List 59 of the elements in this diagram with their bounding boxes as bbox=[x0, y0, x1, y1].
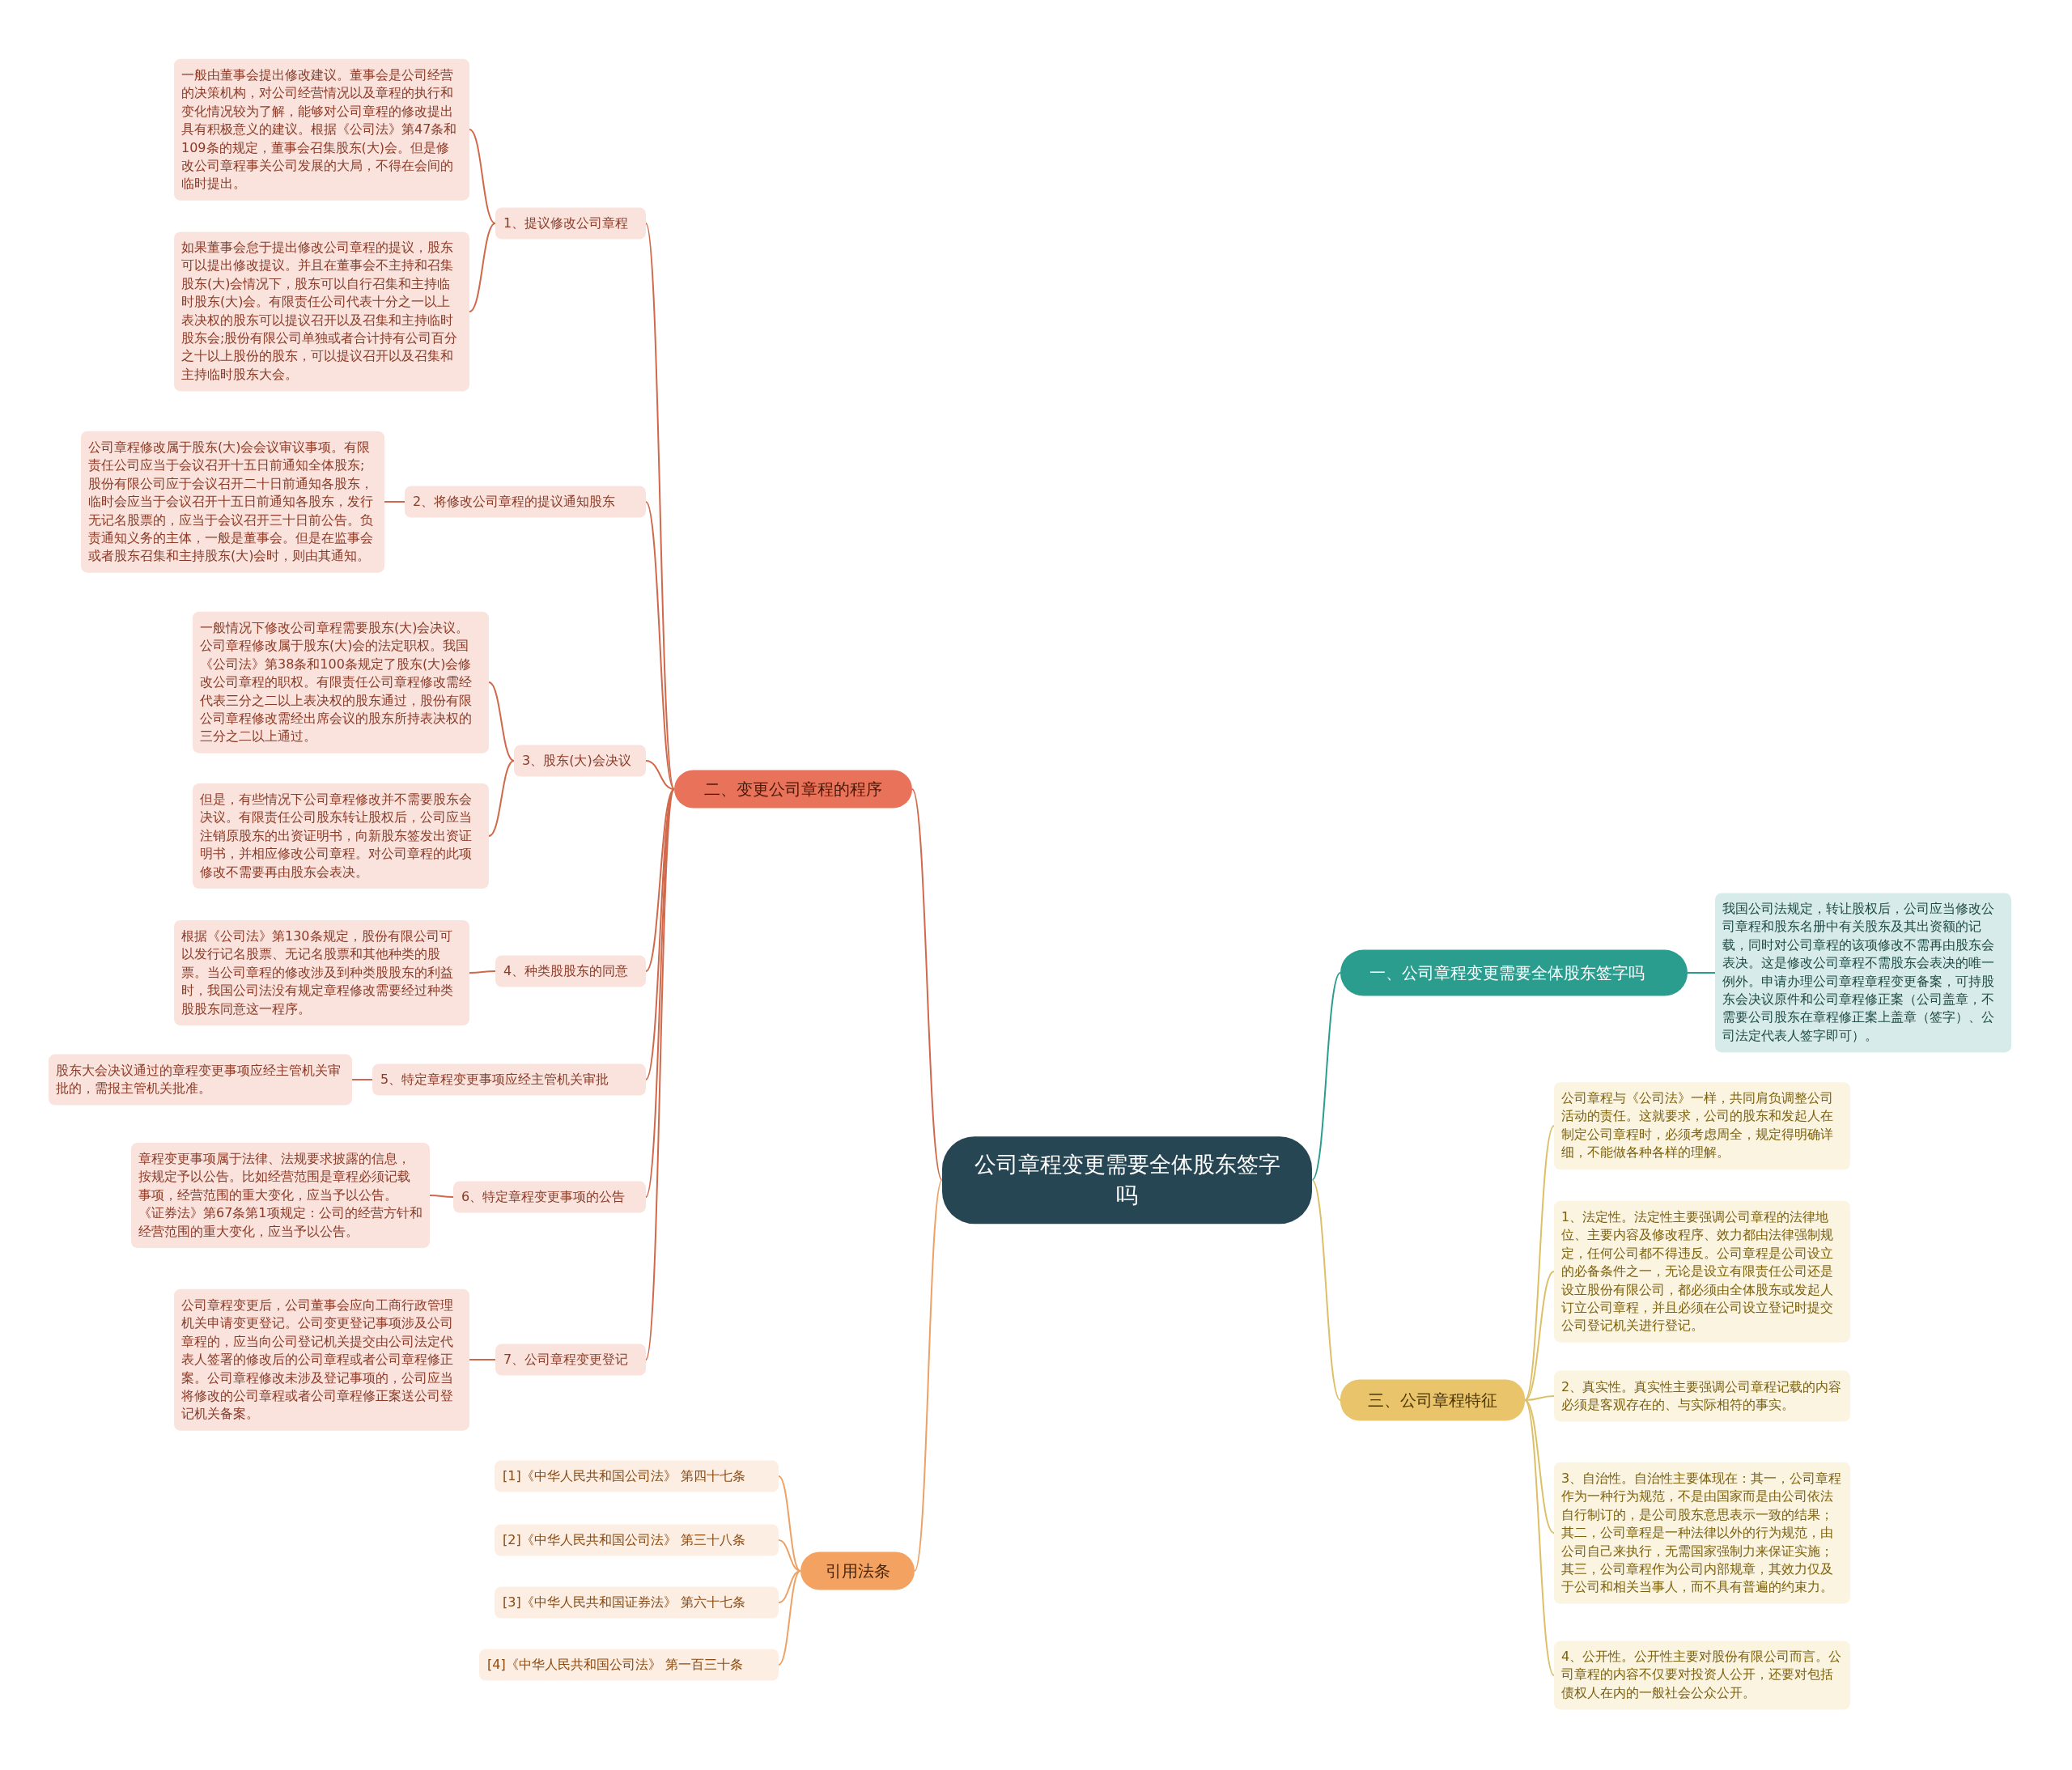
connector-line bbox=[469, 129, 496, 224]
connector-line bbox=[645, 223, 675, 790]
branch-topic: 引用法条 bbox=[800, 1551, 915, 1590]
connector-line bbox=[645, 501, 675, 790]
note-box: 公司章程修改属于股东(大)会会议审议事项。有限责任公司应当于会议召开十五日前通知全体股东;股份有限公司应于会议召开二十日前通知各股东，临时会应当于会议召开十五日前通知各股东，发行无记名股票的，应当于会议召开三十日前公告。负责通知义务的主体，一般是董事会。但是在监事会或者股东召集和主持股东(大)会时，则由其通知。 bbox=[81, 431, 384, 573]
citation-box: [1]《中华人民共和国公司法》 第四十七条 bbox=[495, 1460, 779, 1492]
branch-topic: 三、公司章程特征 bbox=[1340, 1379, 1525, 1421]
note-box: 但是，有些情况下公司章程修改并不需要股东会决议。有限责任公司股东转让股权后，公司应当注销原股东的出资证明书，向新股东签发出资证明书，并相应修改公司章程。对公司章程的此项修改不需要再由股东会表决。 bbox=[193, 783, 489, 889]
subtopic-box: 7、公司章程变更登记 bbox=[495, 1343, 646, 1376]
connector-line bbox=[429, 1195, 454, 1198]
connector-line bbox=[351, 1079, 373, 1080]
connector-line bbox=[469, 223, 496, 312]
connector-line bbox=[1311, 972, 1341, 1181]
note-box: 章程变更事项属于法律、法规要求披露的信息，按规定予以公告。比如经营范围是章程必须记载事项，经营范围的重大变化，应当予以公告。《证券法》第67条第1项规定：公司的经营方针和经营范围的重大变化，应当予以公告。 bbox=[131, 1143, 430, 1248]
citation-box: [2]《中华人民共和国公司法》 第三十八条 bbox=[495, 1524, 779, 1556]
branch-topic: 二、变更公司章程的程序 bbox=[674, 770, 912, 809]
note-box: 2、真实性。真实性主要强调公司章程记载的内容必须是客观存在的、与实际相符的事实。 bbox=[1554, 1370, 1850, 1422]
connector-line bbox=[914, 1179, 943, 1572]
connector-line bbox=[1524, 1271, 1555, 1401]
note-box: 3、自治性。自治性主要体现在：其一，公司章程作为一种行为规范，不是由国家而是由公司依法自行制订的，是公司股东意思表示一致的结果；其二，公司章程是一种法律以外的行为规范，由公司自己来执行，无需国家强制力来保证实施；其三，公司章程作为公司内部规章，其效力仅及于公司和相关当事人，而不具有普遍的约束力。 bbox=[1554, 1462, 1850, 1604]
central-topic: 公司章程变更需要全体股东签字吗 bbox=[942, 1136, 1312, 1224]
note-box: 公司章程变更后，公司董事会应向工商行政管理机关申请变更登记。公司变更登记事项涉及公司章程的，应当向公司登记机关提交由公司法定代表人签署的修改后的公司章程或者公司章程修正案。公司章程修改未涉及登记事项的，公司应当将修改的公司章程或者公司章程修正案送公司登记机关备案。 bbox=[174, 1288, 469, 1431]
note-box: 公司章程与《公司法》一样，共同肩负调整公司活动的责任。这就要求，公司的股东和发起人在制定公司章程时，必须考虑周全，规定得明确详细，不能做各种各样的理解。 bbox=[1554, 1082, 1850, 1169]
note-box: 我国公司法规定，转让股权后，公司应当修改公司章程和股东名册中有关股东及其出资额的记载，同时对公司章程的该项修改不需再由股东会表决。这是修改公司章程不需股东会表决的唯一例外。申请办理公司章程章程变更备案，可持股东会决议原件和公司章程修正案（公司盖章，不需要公司股东在章程修正案上盖章（签字）、公司法定代表人签字即可）。 bbox=[1715, 893, 2011, 1053]
note-box: 1、法定性。法定性主要强调公司章程的法律地位、主要内容及修改程序、效力都由法律强制规定，任何公司都不得违反。公司章程是公司设立的必备条件之一，无论是设立有限责任公司还是设立股份有限公司，都必须由全体股东或发起人订立公司章程，并且必须在公司设立登记时提交公司登记机关进行登记。 bbox=[1554, 1200, 1850, 1343]
connector-line bbox=[469, 970, 496, 974]
citation-box: [3]《中华人民共和国证券法》 第六十七条 bbox=[495, 1586, 779, 1619]
note-box: 如果董事会怠于提出修改公司章程的提议，股东可以提出修改提议。并且在董事会不主持和召集股东(大)会情况下，股东可以自行召集和主持临时股东(大)会。有限责任公司代表十分之一以上表决权的股东可以提议召开以及召集和主持临时股东会;股份有限公司单独或者合计持有公司百分之十以上股份的股东，可以提议召开以及召集和主持临时股东大会。 bbox=[174, 231, 469, 392]
note-box: 4、公开性。公开性主要对股份有限公司而言。公司章程的内容不仅要对投资人公开，还要对包括债权人在内的一般社会公众公开。 bbox=[1554, 1641, 1850, 1710]
note-box: 股东大会决议通过的章程变更事项应经主管机关审批的，需报主管机关批准。 bbox=[49, 1054, 352, 1106]
connector-line bbox=[645, 788, 675, 1360]
connector-line bbox=[911, 788, 943, 1181]
subtopic-box: 2、将修改公司章程的提议通知股东 bbox=[405, 486, 646, 518]
connector-line bbox=[1687, 972, 1716, 974]
connector-line bbox=[645, 760, 675, 790]
connector-line bbox=[384, 501, 405, 503]
connector-line bbox=[469, 1359, 496, 1360]
subtopic-box: 5、特定章程变更事项应经主管机关审批 bbox=[372, 1063, 646, 1096]
connector-line bbox=[488, 760, 515, 837]
subtopic-box: 3、股东(大)会决议 bbox=[514, 745, 646, 777]
connector-line bbox=[1524, 1399, 1555, 1676]
connector-line bbox=[1524, 1125, 1555, 1401]
connector-line bbox=[778, 1570, 801, 1603]
connector-line bbox=[778, 1570, 801, 1666]
connector-line bbox=[1524, 1395, 1555, 1401]
branch-topic: 一、公司章程变更需要全体股东签字吗 bbox=[1340, 949, 1688, 996]
connector-line bbox=[488, 681, 515, 762]
note-box: 一般情况下修改公司章程需要股东(大)会决议。公司章程修改属于股东(大)会的法定职权。我国《公司法》第38条和100条规定了股东(大)会修改公司章程的职权。有限责任公司章程修改需经代表三分之二以上表决权的股东通过，股份有限公司章程修改需经出席会议的股东所持表决权的三分之二以上通过。 bbox=[193, 611, 489, 753]
subtopic-box: 4、种类股股东的同意 bbox=[495, 955, 646, 987]
subtopic-box: 1、提议修改公司章程 bbox=[495, 207, 646, 240]
note-box: 根据《公司法》第130条规定，股份有限公司可以发行记名股票、无记名股票和其他种类的股票。当公司章程的修改涉及到种类股股东的利益时，我国公司法没有规定章程修改需要经过种类股股东同意这一程序。 bbox=[174, 920, 469, 1025]
connector-line bbox=[778, 1539, 801, 1572]
connector-line bbox=[1311, 1179, 1341, 1401]
connector-line bbox=[778, 1475, 801, 1572]
connector-line bbox=[1524, 1399, 1555, 1534]
connector-line bbox=[645, 788, 675, 972]
note-box: 一般由董事会提出修改建议。董事会是公司经营的决策机构，对公司经营情况以及章程的执行和变化情况较为了解，能够对公司章程的修改提出具有积极意义的建议。根据《公司法》第47条和109条的规定，董事会召集股东(大)会。但是修改公司章程事关公司发展的大局，不得在会间的临时提出。 bbox=[174, 58, 469, 201]
subtopic-box: 6、特定章程变更事项的公告 bbox=[453, 1181, 646, 1213]
citation-box: [4]《中华人民共和国公司法》 第一百三十条 bbox=[479, 1649, 779, 1681]
